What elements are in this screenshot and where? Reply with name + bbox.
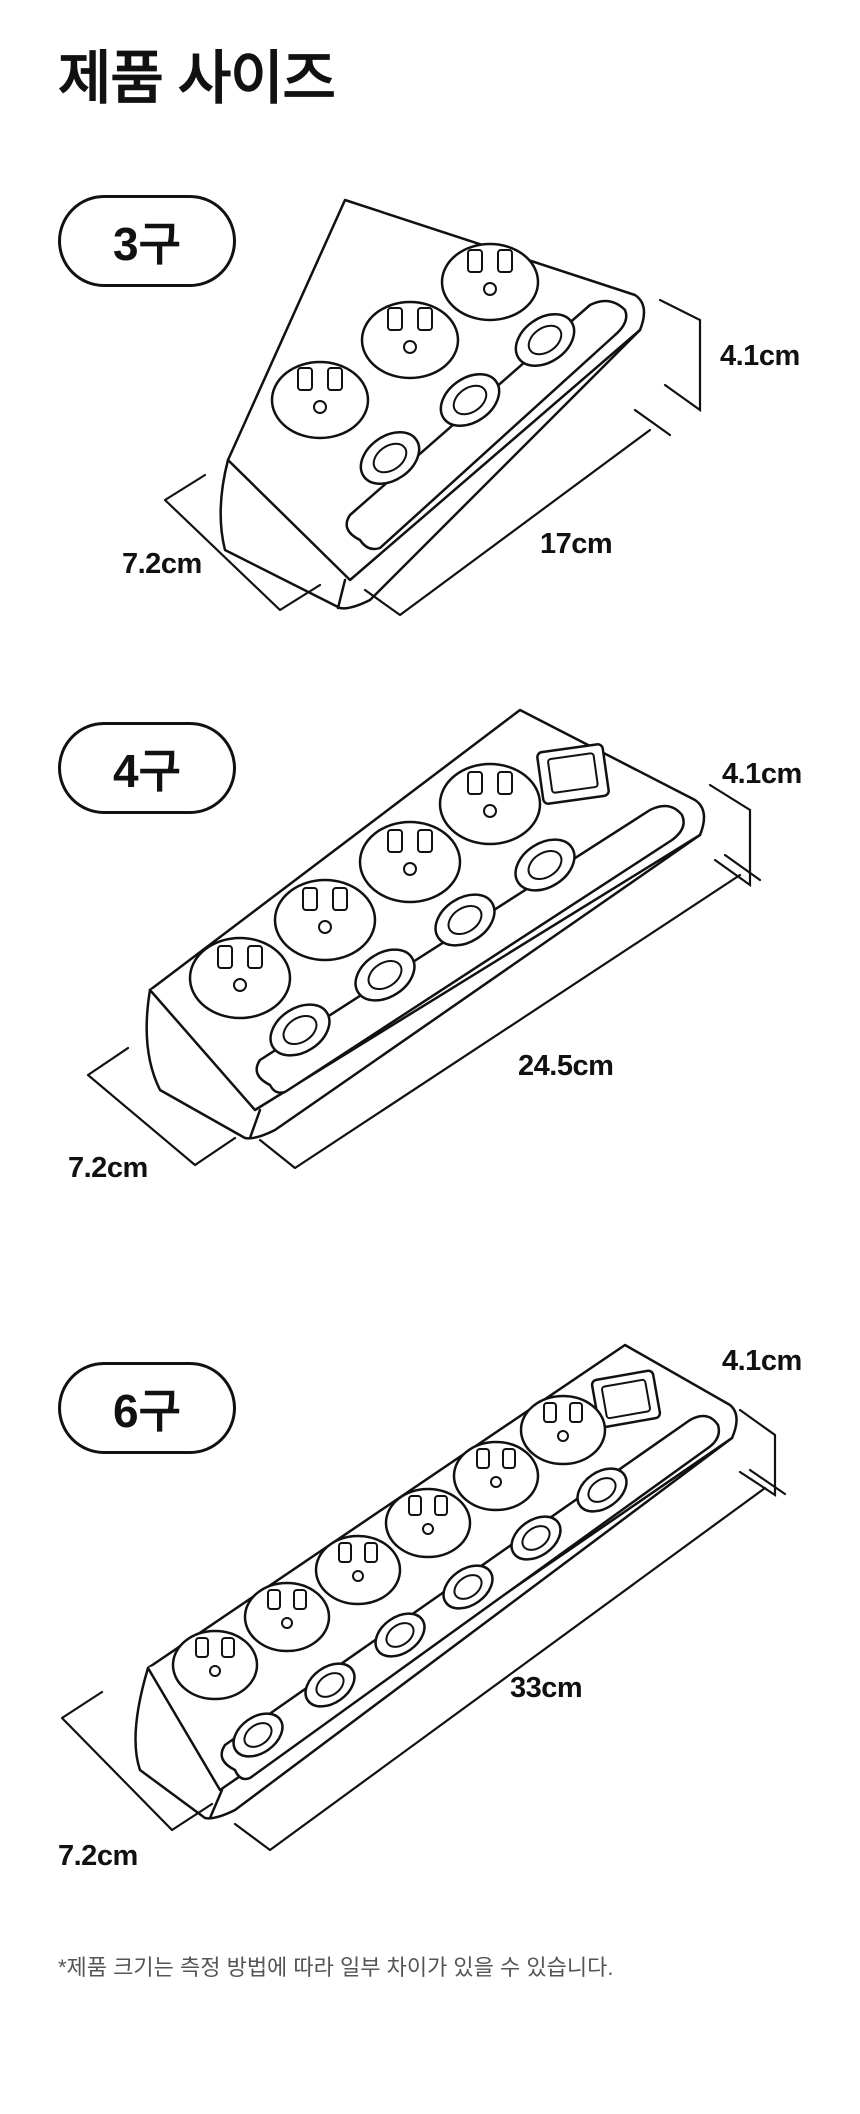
page-title: 제품 사이즈: [58, 46, 336, 111]
variant-label-4: 4구: [58, 722, 236, 814]
switch: [514, 313, 576, 367]
height-dimension-line: [708, 783, 752, 888]
depth-label-6: 7.2cm: [58, 1840, 138, 1872]
height-label-6: 4.1cm: [722, 1345, 802, 1377]
depth-dimension-line: [86, 1046, 237, 1167]
footnote: *제품 크기는 측정 방법에 따라 일부 차이가 있을 수 있습니다.: [58, 1955, 614, 1980]
power-strip-6-drawing: [0, 1330, 860, 1900]
switch: [510, 1515, 562, 1561]
socket: [438, 762, 542, 846]
power-strip-3-illustration: [163, 198, 702, 617]
power-strip-3-drawing: [0, 180, 860, 630]
height-label-3: 4.1cm: [720, 340, 800, 372]
power-switch: [547, 752, 599, 794]
socket: [519, 1394, 607, 1466]
length-dimension-line: [258, 853, 762, 1170]
strip-corner: [208, 1788, 224, 1820]
switch-rail: [345, 299, 628, 551]
depth-label-3: 7.2cm: [122, 548, 202, 580]
strip-corner: [336, 578, 347, 610]
switch: [434, 893, 496, 947]
switch: [232, 1712, 284, 1758]
switch: [304, 1662, 356, 1708]
depth-label-4: 7.2cm: [68, 1152, 148, 1184]
socket: [188, 936, 292, 1020]
switch: [514, 838, 576, 892]
switch: [442, 1564, 494, 1610]
socket: [452, 1440, 540, 1512]
socket: [243, 1581, 331, 1653]
socket: [314, 1534, 402, 1606]
strip-corner: [248, 1108, 262, 1140]
length-dimension-line: [233, 1468, 787, 1852]
socket: [171, 1629, 259, 1701]
variant-label-3: 3구: [58, 195, 236, 287]
switch: [374, 1612, 426, 1658]
power-switch-box: [536, 743, 610, 805]
socket: [270, 360, 370, 440]
height-dimension-line: [658, 298, 702, 413]
socket: [358, 820, 462, 904]
depth-dimension-line: [60, 1690, 214, 1832]
switch: [359, 431, 421, 485]
socket: [384, 1487, 472, 1559]
switch: [439, 373, 501, 427]
depth-dimension-line: [163, 473, 322, 612]
switch: [269, 1003, 331, 1057]
height-label-4: 4.1cm: [722, 758, 802, 790]
socket: [440, 242, 540, 322]
socket: [360, 300, 460, 380]
switch: [354, 948, 416, 1002]
switch-rail: [255, 804, 685, 1094]
power-strip-4-illustration: [86, 708, 762, 1170]
power-strip-4-drawing: [0, 700, 860, 1200]
length-label-3: 17cm: [540, 528, 613, 560]
power-switch: [601, 1378, 651, 1420]
length-dimension-line: [363, 408, 672, 617]
socket: [273, 878, 377, 962]
length-label-4: 24.5cm: [518, 1050, 614, 1082]
length-label-6: 33cm: [510, 1672, 583, 1704]
height-dimension-line: [738, 1408, 777, 1498]
power-strip-6-illustration: [60, 1343, 787, 1852]
variant-label-6: 6구: [58, 1362, 236, 1454]
switch: [576, 1467, 628, 1513]
